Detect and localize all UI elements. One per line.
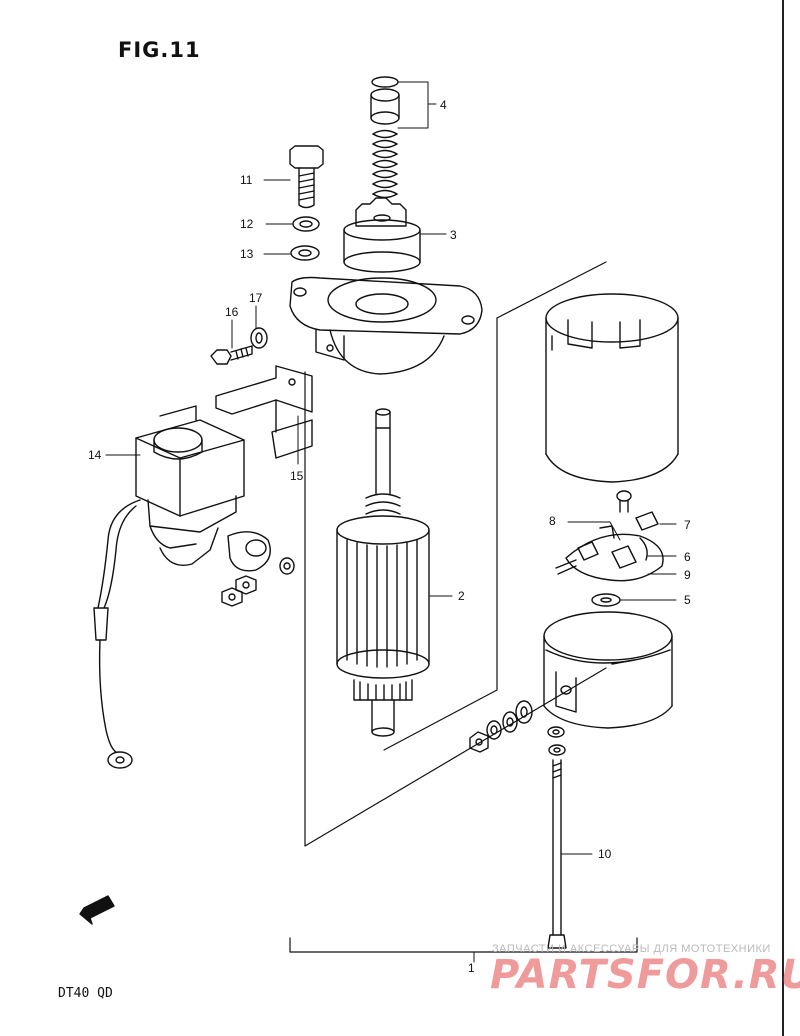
callout-numbers: 1 2 3 4 5 6 7 8 9 10 11 12 13 14 15 16 1… [88, 98, 691, 975]
callout-3: 3 [450, 228, 457, 242]
front-housing [289, 276, 483, 375]
part-10-through-bolt [547, 726, 567, 949]
part-4-ring-collar-spring [370, 76, 400, 199]
callout-1: 1 [468, 961, 475, 975]
yoke-field-frame [545, 293, 679, 483]
rear-bracket [543, 611, 673, 729]
brush-holder-assembly [555, 490, 664, 582]
watermark-brand: PARTSFOR.RU [490, 952, 800, 998]
callout-17: 17 [249, 291, 263, 305]
callout-12: 12 [240, 217, 254, 231]
watermark-caption: ЗАПЧАСТИ И АКСЕССУАРЫ ДЛЯ МОТОТЕХНИКИ [492, 943, 771, 955]
part-14-magnetic-switch [93, 405, 271, 769]
callout-16: 16 [225, 305, 239, 319]
part-12-lock-washer [292, 216, 320, 232]
callout-9: 9 [684, 568, 691, 582]
callout-14: 14 [88, 448, 102, 462]
callout-8: 8 [549, 514, 556, 528]
callout-10: 10 [598, 847, 612, 861]
callout-2: 2 [458, 589, 465, 603]
part-13-washer [290, 245, 320, 261]
callout-13: 13 [240, 247, 254, 261]
callout-6: 6 [684, 550, 691, 564]
callout-15: 15 [290, 469, 304, 483]
figure-title: FIG.11 [118, 38, 201, 62]
fwd-arrow-icon [79, 895, 115, 925]
part-11-bolt [289, 145, 324, 209]
part-2-armature [336, 408, 430, 737]
callout-5: 5 [684, 593, 691, 607]
part-5-washer [591, 593, 621, 607]
callout-7: 7 [684, 518, 691, 532]
switch-nuts-washers [221, 557, 295, 607]
page-border [782, 0, 784, 1036]
part-15-bracket [215, 365, 313, 459]
part-16-bolt [210, 345, 253, 365]
callout-4: 4 [440, 98, 447, 112]
callout-11: 11 [240, 173, 253, 187]
part-3-pinion [343, 197, 421, 273]
shaft-washers-nut [469, 700, 533, 753]
part-17-washer [250, 327, 268, 349]
leader-lines [105, 81, 677, 963]
assembly-outline [289, 261, 638, 953]
model-code: DT40 QD [58, 986, 113, 1001]
